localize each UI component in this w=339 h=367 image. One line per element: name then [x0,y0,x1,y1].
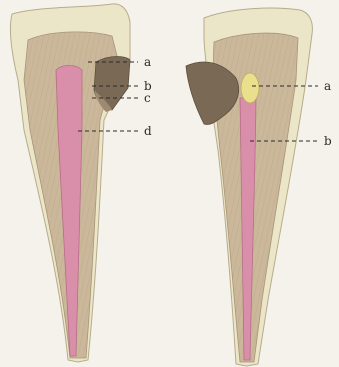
right-label-b: b [324,134,332,148]
right-secondary-dentin [241,73,259,103]
left-tooth [10,4,130,362]
left-label-a: a [144,55,151,69]
left-label-c: c [144,91,151,105]
right-tooth [186,8,312,366]
left-label-d: d [144,124,152,138]
right-label-a: a [324,79,331,93]
